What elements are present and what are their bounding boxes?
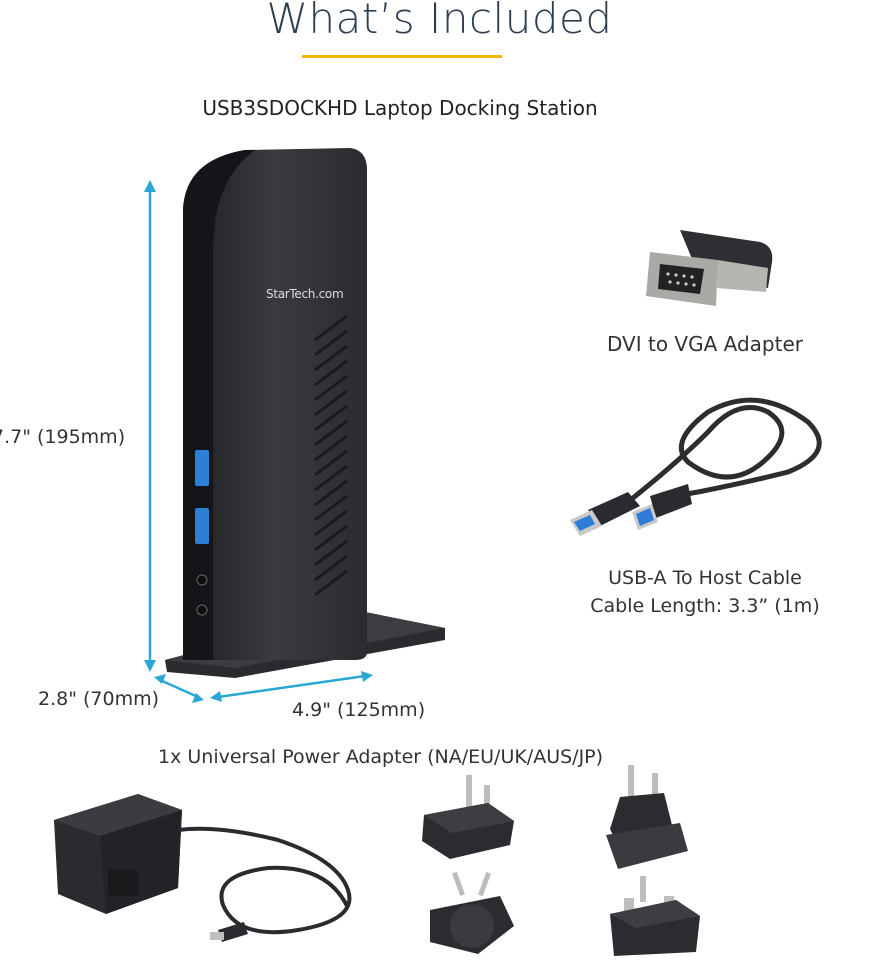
- uk-plug-adapter-image: [610, 876, 700, 956]
- power-adapter-image: [54, 794, 352, 942]
- dock-depth-label: 2.8" (70mm): [38, 688, 160, 710]
- usb-cable-label-line1: USB-A To Host Cable: [608, 567, 802, 589]
- docking-station-image: [165, 148, 445, 678]
- dvi-vga-adapter-image: [646, 230, 773, 306]
- dock-height-label: 7.7" (195mm): [0, 426, 126, 448]
- usb-host-cable-image: [570, 397, 822, 536]
- usb-cable-length-label: Cable Length: 3.3” (1m): [590, 595, 820, 617]
- title-underline: [302, 55, 502, 58]
- dvi-vga-adapter-label: DVI to VGA Adapter: [607, 332, 803, 356]
- eu-plug-adapter-image: [606, 765, 688, 869]
- aus-plug-adapter-image: [430, 871, 514, 954]
- page-title: What’s Included: [266, 0, 613, 43]
- dock-brand-logo: StarTech.com: [266, 287, 344, 301]
- power-adapter-label: 1x Universal Power Adapter (NA/EU/UK/AUS…: [158, 746, 604, 768]
- na-plug-adapter-image: [422, 775, 514, 859]
- dock-width-label: 4.9" (125mm): [292, 699, 426, 721]
- product-subtitle: USB3SDOCKHD Laptop Docking Station: [202, 96, 598, 120]
